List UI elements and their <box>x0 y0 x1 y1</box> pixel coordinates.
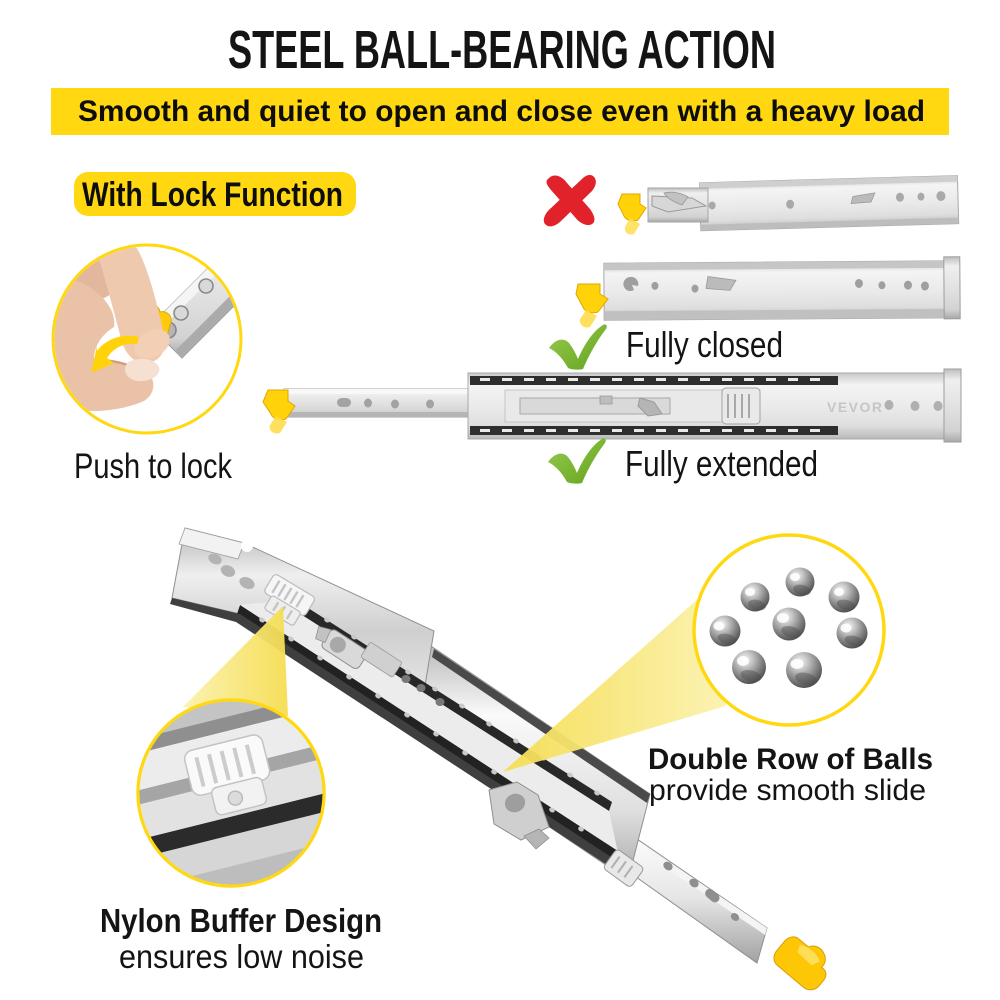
svg-text:provide smooth slide: provide smooth slide <box>649 774 926 807</box>
svg-text:Fully closed: Fully closed <box>626 324 783 365</box>
svg-text:Nylon Buffer Design: Nylon Buffer Design <box>100 902 382 939</box>
svg-text:Double Row of Balls: Double Row of Balls <box>648 743 933 776</box>
svg-text:STEEL BALL-BEARING ACTION: STEEL BALL-BEARING ACTION <box>228 20 776 80</box>
svg-text:VEVOR: VEVOR <box>827 399 884 415</box>
svg-text:Fully extended: Fully extended <box>625 443 818 484</box>
svg-text:Push to lock: Push to lock <box>74 447 232 486</box>
svg-text:Smooth and quiet to open and c: Smooth and quiet to open and close even … <box>78 95 925 128</box>
svg-text:ensures low noise: ensures low noise <box>119 938 364 975</box>
svg-text:With Lock Function: With Lock Function <box>82 176 343 214</box>
